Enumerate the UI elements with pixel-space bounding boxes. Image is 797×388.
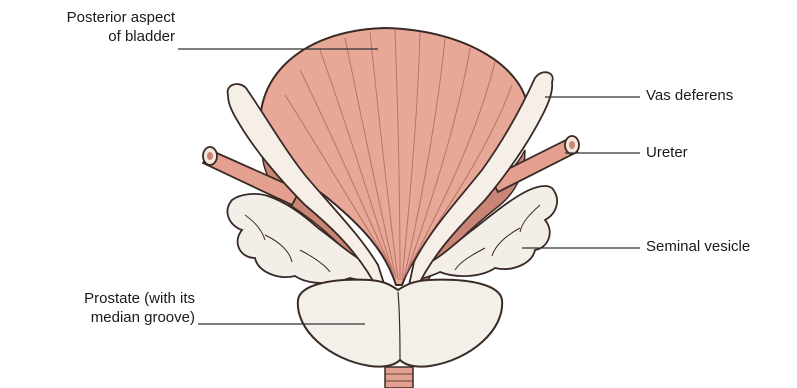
urethra-stub	[385, 367, 413, 388]
label-bladder-line1: Posterior aspect	[0, 8, 175, 27]
label-bladder: Posterior aspect of bladder	[0, 8, 175, 46]
label-prostate-line2: median groove)	[0, 308, 195, 327]
label-seminal-vesicle: Seminal vesicle	[646, 237, 750, 256]
label-prostate-line1: Prostate (with its	[0, 289, 195, 308]
label-ureter: Ureter	[646, 143, 688, 162]
label-prostate: Prostate (with its median groove)	[0, 289, 195, 327]
label-vas-deferens: Vas deferens	[646, 86, 733, 105]
label-bladder-line2: of bladder	[0, 27, 175, 46]
